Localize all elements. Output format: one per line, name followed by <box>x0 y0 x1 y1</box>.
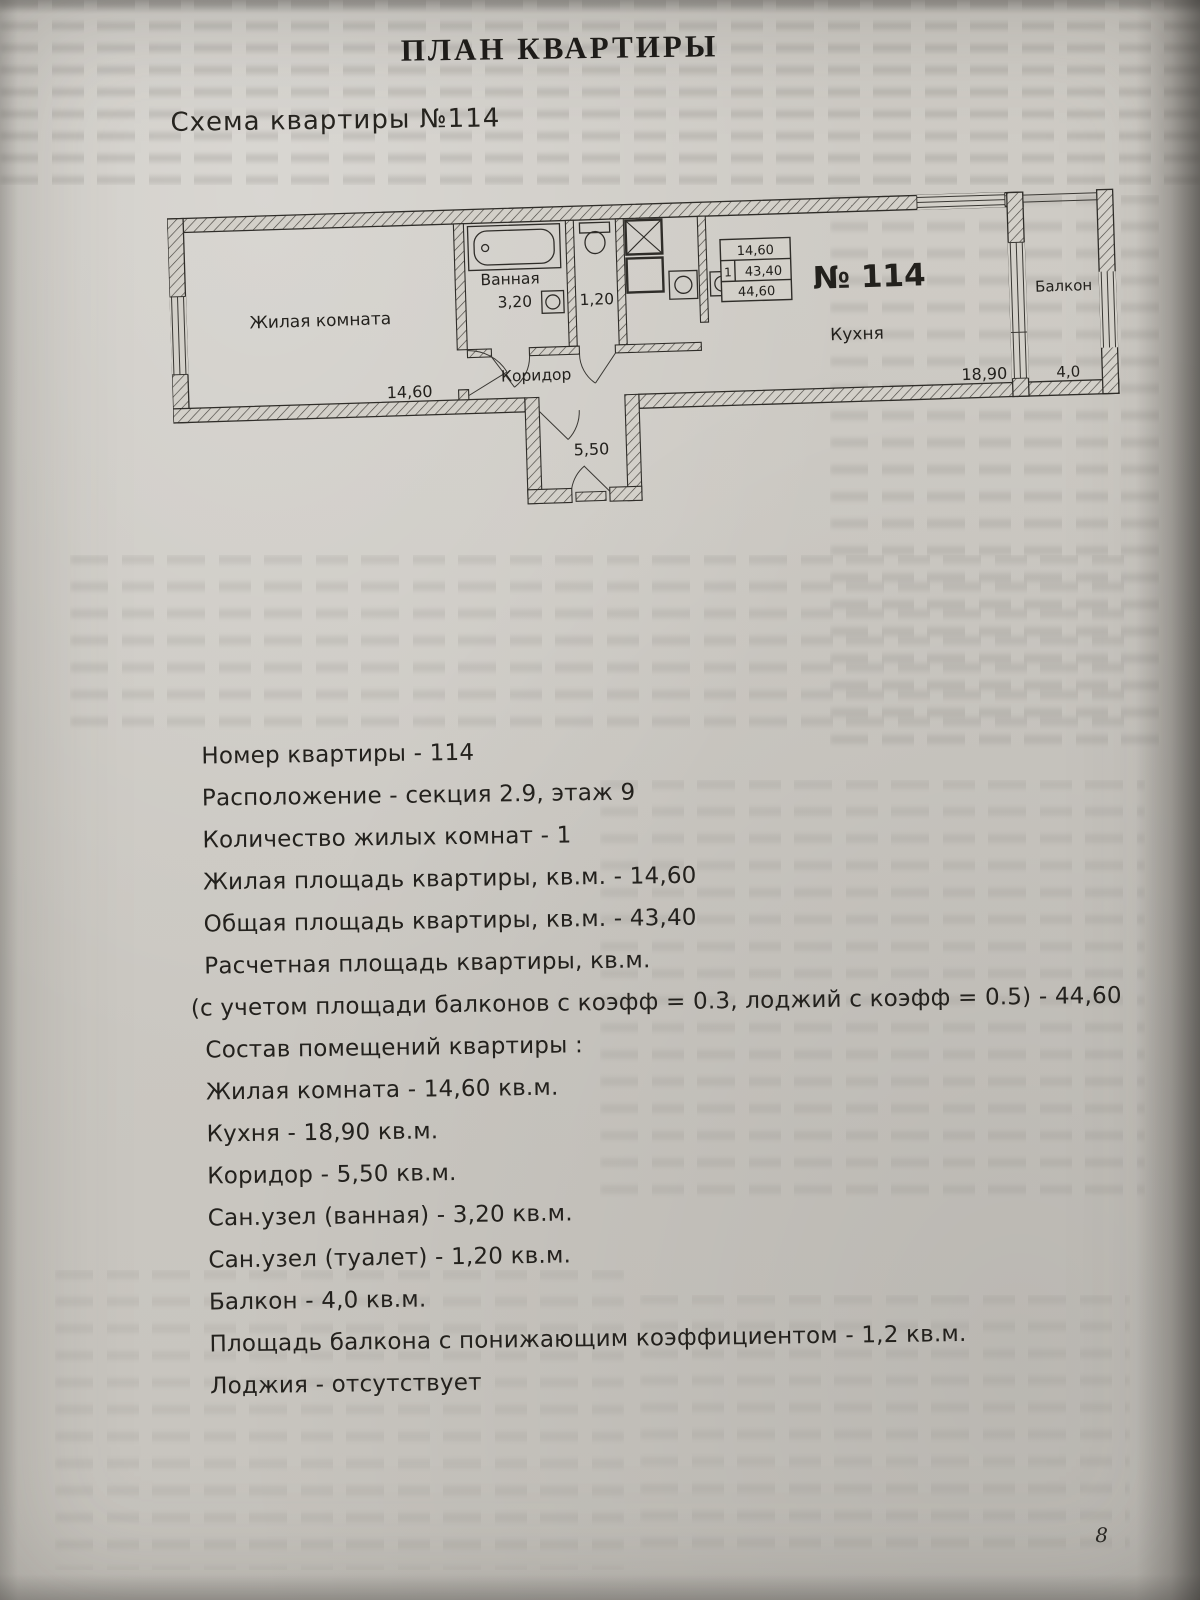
door-swings <box>467 350 616 502</box>
bathtub-icon <box>466 223 562 272</box>
plan-subtitle: Схема квартиры №114 <box>170 103 501 138</box>
vent-shaft-icon <box>624 218 665 294</box>
inner-walls <box>452 215 710 505</box>
room-label-kitchen: Кухня <box>830 324 884 346</box>
outer-walls <box>166 188 1120 424</box>
plan-labels: Жилая комната 14,60 Ванная 3,20 1,20 Кор… <box>249 243 1093 459</box>
room-label-bathroom: Ванная <box>480 269 540 289</box>
living-room-door <box>467 350 508 397</box>
apartment-details: Номер квартиры - 114 Расположение - секц… <box>191 730 1195 1416</box>
floor-plan-wrap: Жилая комната 14,60 Ванная 3,20 1,20 Кор… <box>166 179 1137 549</box>
stamp-table <box>719 236 793 303</box>
dim-kitchen: 18,90 <box>961 364 1007 384</box>
balcony-glazing <box>1022 192 1097 203</box>
room-label-balcony: Балкон <box>1035 276 1093 296</box>
hall-door <box>538 410 580 440</box>
windows <box>169 192 1119 380</box>
living-room-window <box>169 295 189 376</box>
bathroom-door <box>491 355 531 388</box>
stamp-rooms-count: 1 <box>724 265 732 279</box>
wc-door <box>579 352 616 384</box>
fixtures <box>466 218 736 314</box>
stamp-calc-area: 44,60 <box>738 284 776 300</box>
dim-living: 14,60 <box>386 382 432 402</box>
dim-bathroom: 3,20 <box>497 293 532 312</box>
floor-plan: Жилая комната 14,60 Ванная 3,20 1,20 Кор… <box>166 188 1120 505</box>
dim-corridor: 5,50 <box>573 439 609 459</box>
washbasin-icon <box>540 289 565 314</box>
balcony-end-window <box>1098 271 1119 348</box>
kitchen-window <box>916 192 1006 210</box>
page-number: 8 <box>1095 1522 1109 1548</box>
document-title: ПЛАН КВАРТИРЫ <box>400 28 719 68</box>
room-label-corridor: Коридор <box>501 365 572 385</box>
dim-balcony: 4,0 <box>1056 362 1080 381</box>
apartment-number: № 114 <box>812 257 926 297</box>
stamp-living-area: 14,60 <box>737 243 775 259</box>
stamp-total-area: 43,40 <box>745 264 783 280</box>
room-label-living: Жилая комната <box>249 309 391 333</box>
dim-wc: 1,20 <box>579 290 614 309</box>
entry-door <box>571 465 611 492</box>
toilet-icon <box>578 221 611 255</box>
entry-threshold <box>575 490 607 502</box>
balcony-door-window <box>1007 241 1029 380</box>
